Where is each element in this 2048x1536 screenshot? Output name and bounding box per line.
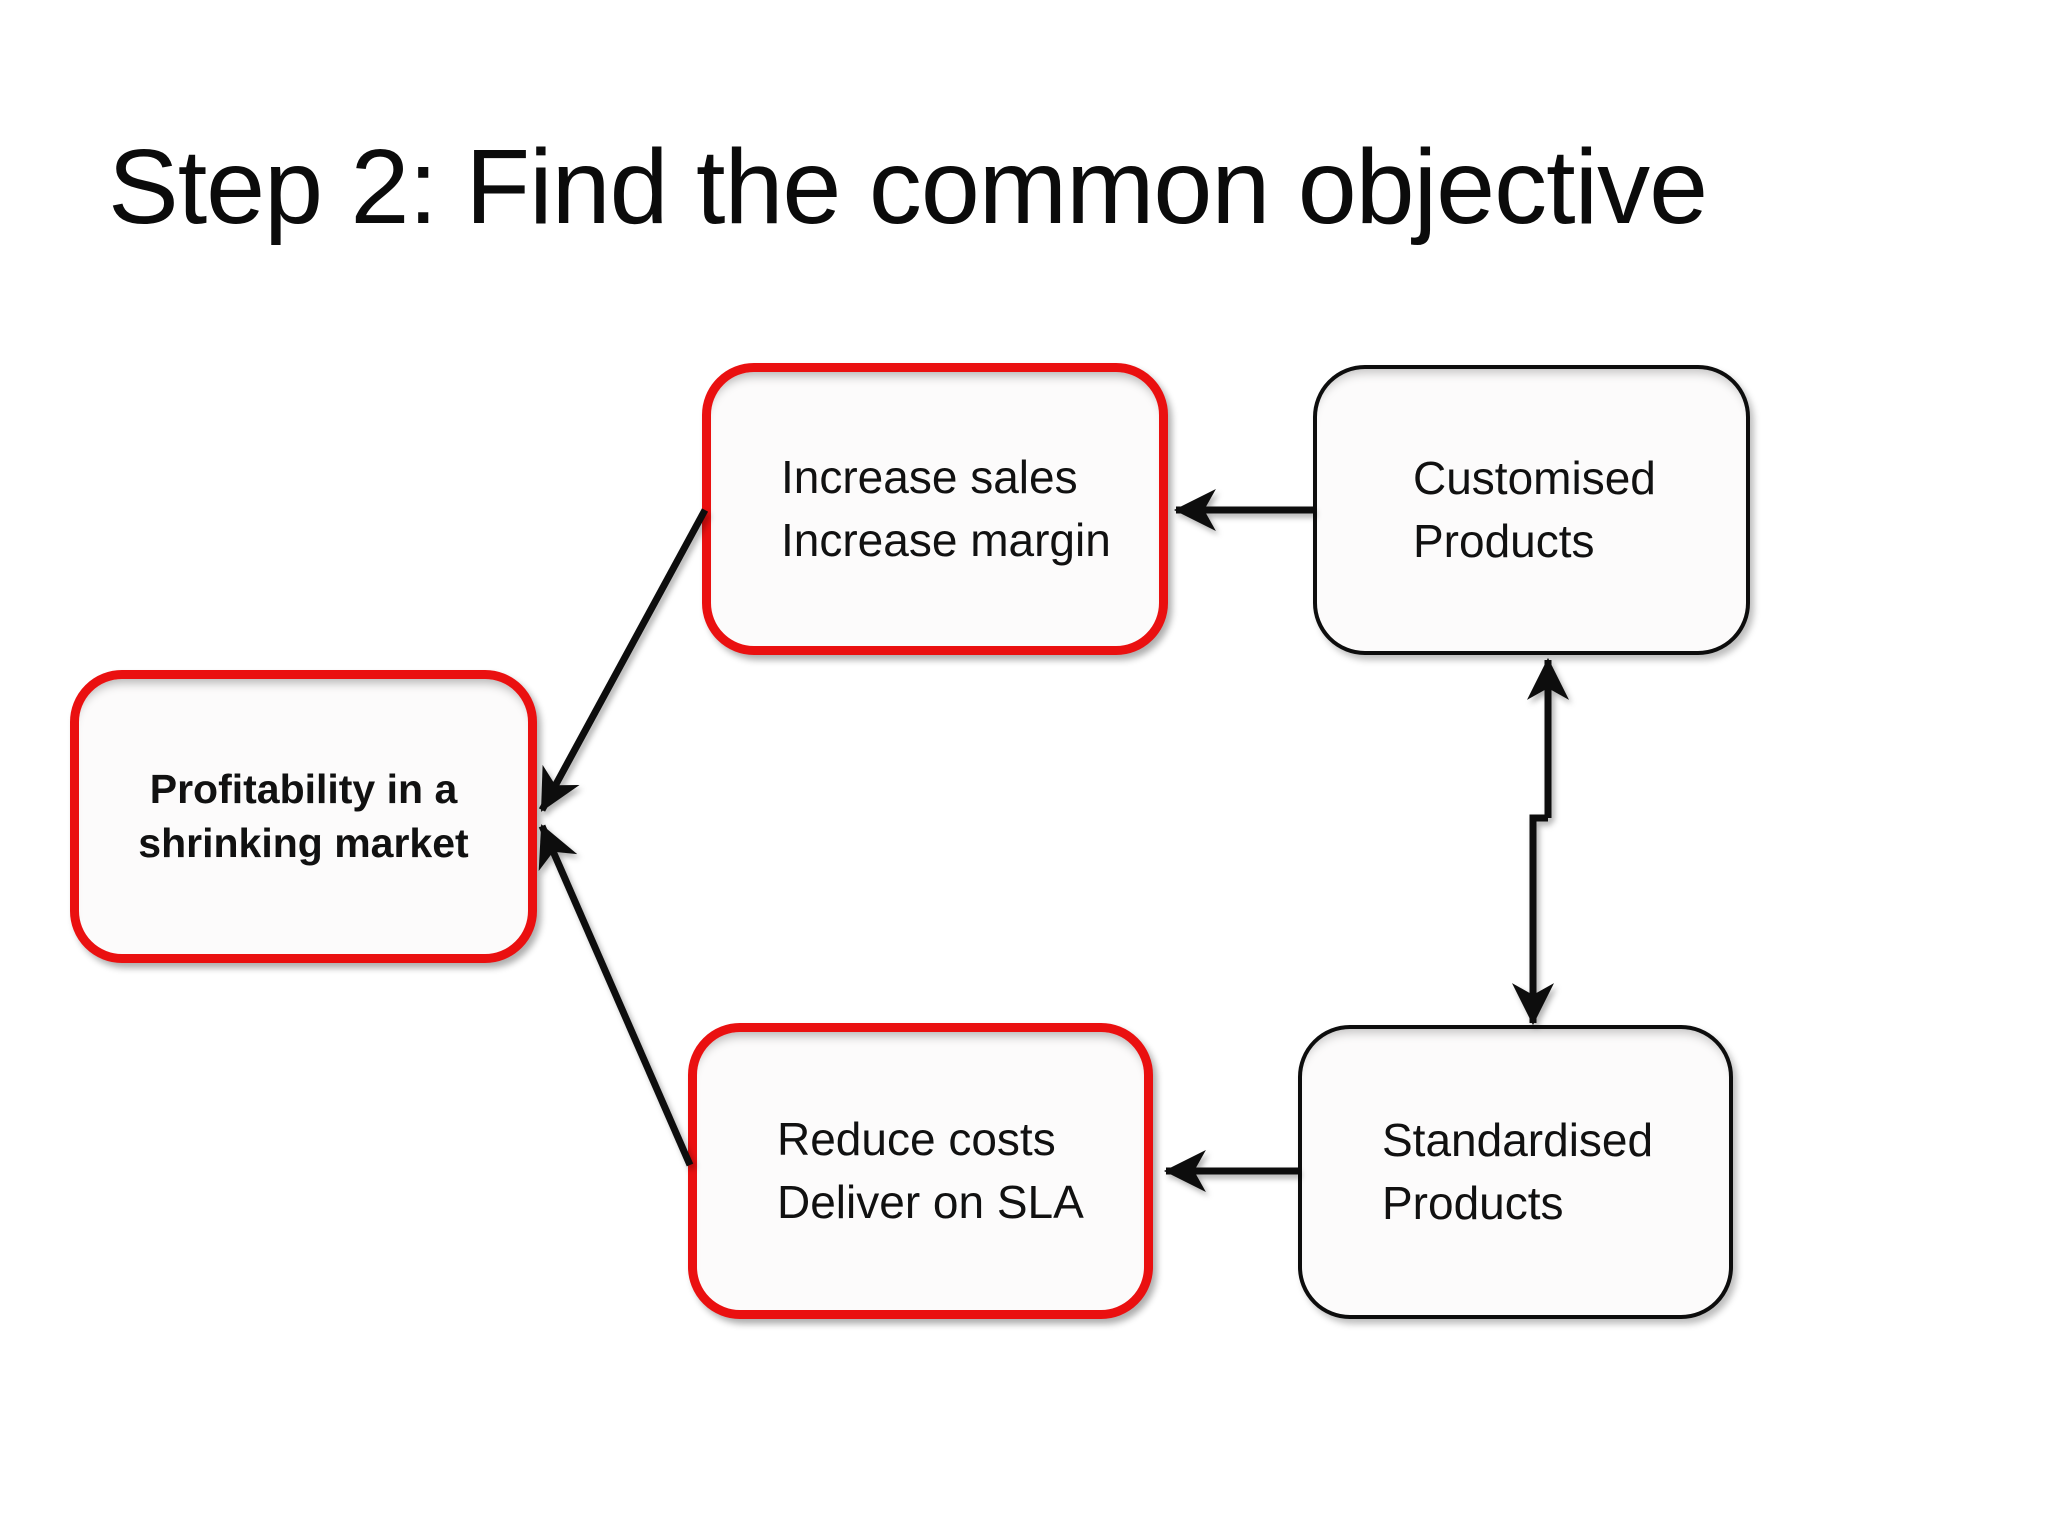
node-customised-products-line1: Customised	[1413, 451, 1656, 504]
node-reduce-costs-line2: Deliver on SLA	[777, 1176, 1084, 1228]
node-reduce-costs: Reduce costs Deliver on SLA	[688, 1023, 1153, 1319]
connector-customised-standardised-lower	[1512, 814, 1554, 1026]
connector-increase-sales-to-profitability	[538, 508, 709, 812]
node-customised-products: Customised Products	[1313, 365, 1750, 655]
slide-title: Step 2: Find the common objective	[108, 128, 1708, 246]
node-standardised-products-line1: Standardised	[1382, 1113, 1654, 1166]
node-profitability-line2: shrinking market	[138, 819, 469, 866]
node-profitability-line1: Profitability in a	[149, 766, 458, 813]
node-standardised-products-line2: Products	[1382, 1177, 1564, 1229]
node-customised-products-line2: Products	[1413, 515, 1595, 567]
node-reduce-costs-line1: Reduce costs	[777, 1112, 1056, 1165]
node-increase-sales: Increase sales Increase margin	[702, 363, 1168, 655]
node-profitability: Profitability in a shrinking market	[70, 670, 537, 963]
node-increase-sales-line1: Increase sales	[781, 450, 1078, 503]
node-standardised-products: Standardised Products	[1298, 1025, 1733, 1319]
node-increase-sales-line2: Increase margin	[781, 514, 1111, 566]
connector-reduce-costs-to-profitability	[538, 824, 694, 1167]
